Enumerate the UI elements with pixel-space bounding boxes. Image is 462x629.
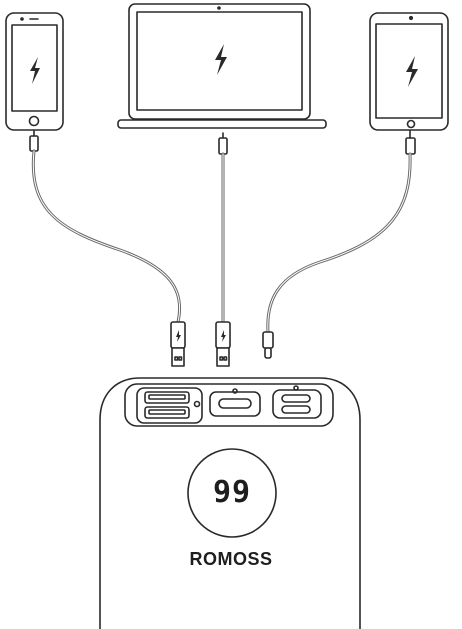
lightning-bolt-icon [30,57,40,84]
usb-a-port-2 [144,406,190,419]
tablet-cable [266,152,412,334]
phone-device [5,12,64,152]
lightning-bolt-icon [406,56,418,87]
lightning-bolt-icon [215,44,227,75]
laptop-device [117,3,327,155]
power-bank [99,377,361,629]
usb-c-port [209,388,261,417]
usb-a-port-1 [144,391,190,404]
usb-a-plug-middle [215,321,231,367]
brand-logo: ROMOSS [189,549,273,569]
power-icon [193,400,201,408]
tablet-device [369,12,449,155]
micro-lightning-ports [272,385,322,419]
display-ring [187,448,277,538]
phone-cable [31,149,182,324]
usb-a-plug-left [170,321,186,367]
port-panel [124,383,334,427]
cables [31,149,412,334]
usb-c-plug-right [262,331,274,359]
battery-percentage-display: 99 [212,475,252,510]
